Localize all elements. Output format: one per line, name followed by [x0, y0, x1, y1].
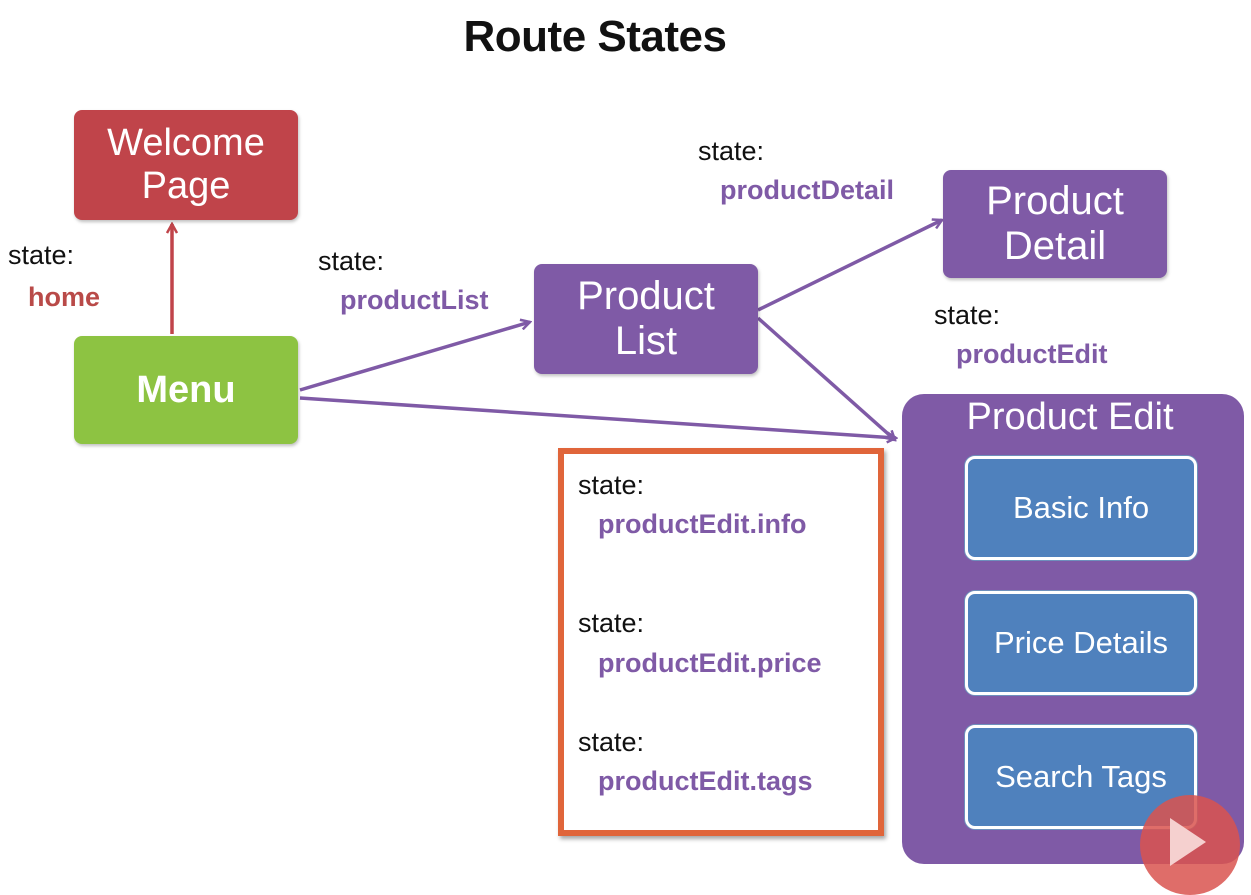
state-value-product-list: productList [340, 285, 489, 315]
state-value-product-detail: productDetail [720, 175, 895, 205]
play-icon [1170, 818, 1206, 866]
product-list-node: Product List [534, 264, 758, 374]
menu-node: Menu [74, 336, 298, 444]
product-detail-label: Product Detail [986, 179, 1124, 268]
state-value-edit-info: productEdit.info [598, 509, 807, 539]
product-list-label: Product List [577, 274, 715, 363]
state-label-home: state: [8, 240, 75, 270]
welcome-page-node: Welcome Page [74, 110, 298, 220]
state-value-home: home [28, 282, 101, 312]
arrow-list-to-edit [756, 316, 895, 440]
diagram-title: Route States [463, 12, 727, 61]
state-value-product-edit: productEdit [956, 339, 1108, 369]
price-details-label: Price Details [994, 624, 1168, 660]
price-details-node: Price Details [965, 591, 1197, 695]
state-value-edit-price: productEdit.price [598, 648, 822, 678]
state-label-edit-info: state: [578, 470, 645, 500]
arrow-list-to-detail [757, 220, 942, 312]
state-value-edit-tags: productEdit.tags [598, 766, 813, 796]
product-edit-title: Product Edit [966, 396, 1174, 438]
child-states-box [558, 448, 884, 836]
product-detail-node: Product Detail [943, 170, 1167, 278]
basic-info-node: Basic Info [965, 456, 1197, 560]
search-tags-label: Search Tags [995, 758, 1167, 794]
menu-label: Menu [136, 368, 236, 411]
arrow-menu-to-list [299, 322, 530, 392]
arrows-layer [0, 0, 1251, 846]
state-label-edit-tags: state: [578, 727, 645, 757]
state-label-product-list: state: [318, 246, 385, 276]
basic-info-label: Basic Info [1012, 489, 1150, 525]
state-label-product-edit: state: [934, 300, 1001, 330]
state-label-product-detail: state: [698, 136, 765, 166]
arrow-menu-to-edit [299, 396, 896, 438]
welcome-page-label: Welcome Page [107, 122, 265, 207]
state-label-edit-price: state: [578, 608, 645, 638]
